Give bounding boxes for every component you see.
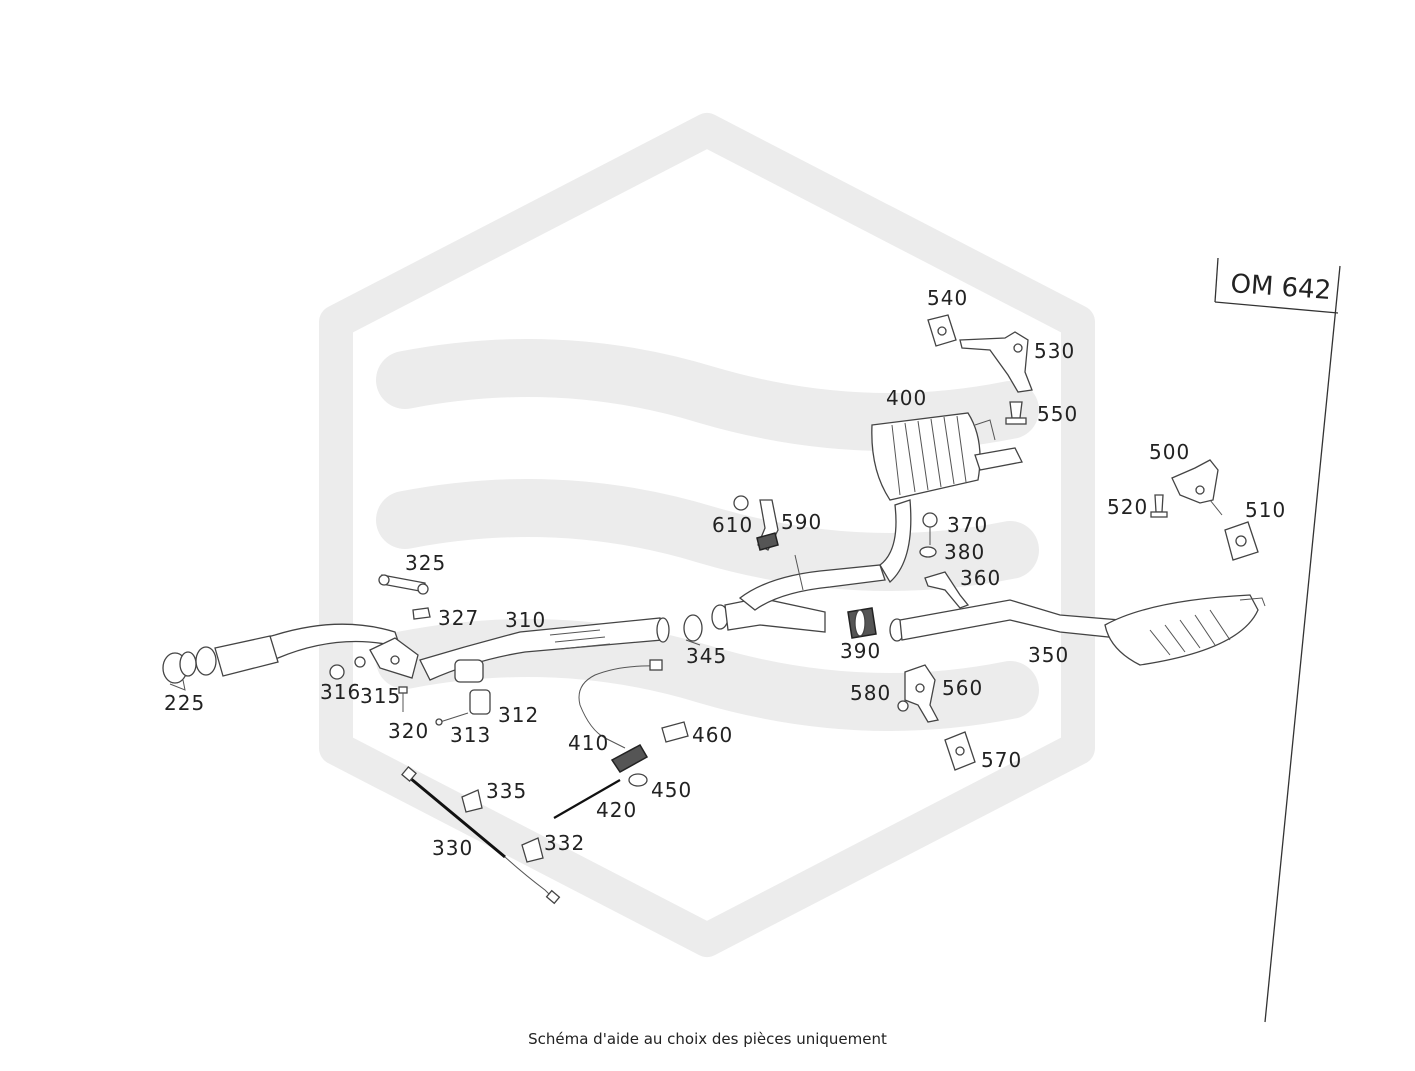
part-label-510: 510 — [1245, 498, 1286, 522]
bolt-370 — [922, 512, 938, 545]
nut-610 — [733, 495, 749, 511]
part-label-380: 380 — [944, 540, 985, 564]
nut-580 — [897, 700, 909, 712]
clamp-225 — [162, 651, 197, 691]
part-label-345: 345 — [686, 644, 727, 668]
part-label-570: 570 — [981, 748, 1022, 772]
bracket-560 — [904, 664, 939, 723]
hanger-590 — [756, 499, 779, 551]
sensor-410 — [578, 659, 663, 773]
part-label-530: 530 — [1034, 339, 1075, 363]
washer-450 — [628, 773, 648, 787]
clamp-390 — [847, 607, 877, 639]
part-label-500: 500 — [1149, 440, 1190, 464]
part-label-335: 335 — [486, 779, 527, 803]
bolt-313 — [435, 712, 469, 726]
part-label-350: 350 — [1028, 643, 1069, 667]
bracket-360 — [924, 571, 970, 609]
part-label-316: 316 — [320, 680, 361, 704]
part-label-420: 420 — [596, 798, 637, 822]
connector-460 — [661, 721, 689, 743]
part-label-370: 370 — [947, 513, 988, 537]
part-label-320: 320 — [388, 719, 429, 743]
clamp-345 — [683, 614, 703, 646]
bolt-320 — [398, 686, 408, 712]
clip-332 — [521, 837, 544, 863]
clip-335 — [461, 789, 483, 813]
nut-327 — [412, 607, 431, 620]
bracket-500 — [1171, 459, 1223, 516]
bracket-530 — [959, 331, 1033, 393]
part-label-580: 580 — [850, 681, 891, 705]
part-label-360: 360 — [960, 566, 1001, 590]
nut-316 — [329, 664, 345, 680]
part-label-312: 312 — [498, 703, 539, 727]
silencer-400 — [871, 412, 1023, 501]
bracket-325 — [378, 574, 429, 595]
rubber-mount-540 — [927, 314, 957, 347]
middle-pipe — [711, 499, 912, 633]
screw-550 — [1005, 401, 1027, 425]
bolt-520 — [1150, 494, 1168, 518]
part-label-590: 590 — [781, 510, 822, 534]
washer-380 — [919, 546, 937, 558]
sensor-330 — [401, 766, 561, 905]
silencer-350 — [1104, 594, 1266, 666]
part-label-327: 327 — [438, 606, 479, 630]
part-label-560: 560 — [942, 676, 983, 700]
leader-420 — [553, 779, 621, 819]
part-label-225: 225 — [164, 691, 205, 715]
part-label-610: 610 — [712, 513, 753, 537]
part-label-460: 460 — [692, 723, 733, 747]
part-label-390: 390 — [840, 639, 881, 663]
part-label-330: 330 — [432, 836, 473, 860]
part-label-400: 400 — [886, 386, 927, 410]
rubber-mount-312 — [454, 659, 491, 715]
part-label-550: 550 — [1037, 402, 1078, 426]
engine-label: OM 642 — [1230, 269, 1333, 306]
part-label-332: 332 — [544, 831, 585, 855]
bracket-315 — [354, 637, 419, 679]
part-label-450: 450 — [651, 778, 692, 802]
part-label-310: 310 — [505, 608, 546, 632]
part-label-520: 520 — [1107, 495, 1148, 519]
rubber-mount-570 — [944, 731, 976, 771]
engine-label-box: OM 642 — [1214, 257, 1341, 1023]
part-label-313: 313 — [450, 723, 491, 747]
diagram-caption: Schéma d'aide au choix des pièces unique… — [528, 1030, 887, 1048]
part-label-540: 540 — [927, 286, 968, 310]
part-label-325: 325 — [405, 551, 446, 575]
rubber-mount-510 — [1224, 521, 1259, 561]
part-label-315: 315 — [360, 684, 401, 708]
part-labels: 225 310 312 313 315 316 320 325 327 330 … — [164, 286, 1286, 860]
part-label-410: 410 — [568, 731, 609, 755]
